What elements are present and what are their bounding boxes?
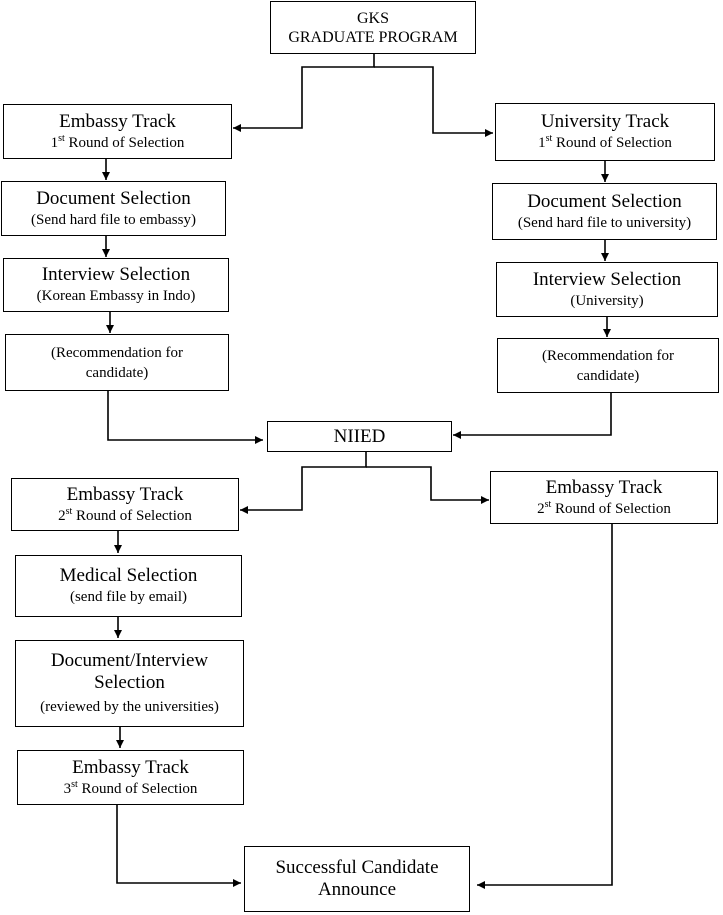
successful-candidate-box: Successful Candidate Announce [244, 846, 470, 912]
arrow-niied-to-embassy2-right [366, 466, 489, 504]
embassy-track-2nd-right-round: 2st Round of Selection [537, 498, 671, 517]
arrow-embassy3-to-success [116, 805, 241, 887]
successful-candidate-line1: Successful Candidate [275, 857, 439, 878]
embassy-track-3rd-title: Embassy Track [72, 756, 189, 778]
interview-selection-university-sub: (University) [570, 292, 644, 309]
arrow-embassy2-right-to-success [477, 524, 613, 889]
recommendation-university-line1: (Recommendation for [541, 347, 675, 364]
recommendation-embassy-line1: (Recommendation for [50, 344, 184, 361]
document-selection-embassy-box: Document Selection (Send hard file to em… [1, 181, 226, 236]
embassy-track-3rd-box: Embassy Track 3st Round of Selection [17, 750, 244, 805]
graduate-program-label: GRADUATE PROGRAM [288, 28, 458, 46]
embassy-track-1st-box: Embassy Track 1st Round of Selection [3, 104, 232, 159]
document-selection-embassy-title: Document Selection [36, 187, 191, 209]
arrow-gks-to-embassy-track [233, 54, 375, 132]
niied-box: NIIED [267, 421, 452, 452]
document-interview-selection-box: Document/Interview Selection (reviewed b… [15, 640, 244, 727]
document-selection-university-sub: (Send hard file to university) [517, 214, 692, 231]
arrow-rec-right-to-niied [453, 393, 612, 439]
embassy-track-3rd-round: 3st Round of Selection [63, 778, 198, 797]
recommendation-university-line2: candidate) [576, 367, 640, 384]
university-track-1st-round: 1st Round of Selection [538, 133, 672, 152]
interview-selection-embassy-title: Interview Selection [41, 264, 191, 285]
interview-selection-embassy-sub: (Korean Embassy in Indo) [36, 288, 196, 304]
recommendation-university-box: (Recommendation for candidate) [497, 338, 719, 393]
gks-graduate-program-box: GKS GRADUATE PROGRAM [270, 1, 476, 54]
arrow-gks-to-university-track [374, 66, 493, 137]
embassy-track-1st-title: Embassy Track [59, 110, 176, 132]
interview-selection-university-box: Interview Selection (University) [496, 262, 718, 317]
medical-selection-sub: (send file by email) [69, 589, 188, 605]
successful-candidate-line2: Announce [317, 879, 397, 900]
document-interview-sub: (reviewed by the universities) [40, 699, 219, 715]
embassy-track-2nd-right-box: Embassy Track 2st Round of Selection [490, 471, 718, 524]
medical-selection-box: Medical Selection (send file by email) [15, 555, 242, 617]
interview-selection-university-title: Interview Selection [532, 268, 682, 290]
arrow-rec-left-to-niied [107, 391, 263, 444]
university-track-1st-title: University Track [540, 111, 670, 132]
embassy-track-1st-round: 1st Round of Selection [50, 132, 185, 151]
embassy-track-2nd-left-box: Embassy Track 2st Round of Selection [11, 478, 239, 531]
gks-label: GKS [356, 9, 389, 27]
embassy-track-2nd-left-round: 2st Round of Selection [58, 505, 192, 524]
embassy-track-2nd-left-title: Embassy Track [66, 483, 184, 505]
university-track-1st-box: University Track 1st Round of Selection [495, 103, 715, 161]
medical-selection-title: Medical Selection [59, 565, 198, 586]
document-interview-line1: Document/Interview [50, 650, 209, 671]
niied-title: NIIED [333, 425, 386, 447]
document-selection-embassy-sub: (Send hard file to embassy) [31, 211, 196, 228]
arrow-niied-to-embassy2-left [240, 452, 367, 514]
recommendation-embassy-line2: candidate) [85, 364, 149, 381]
document-interview-line2: Selection [94, 672, 165, 693]
document-selection-university-box: Document Selection (Send hard file to un… [492, 183, 717, 240]
interview-selection-embassy-box: Interview Selection (Korean Embassy in I… [3, 258, 229, 312]
embassy-track-2nd-right-title: Embassy Track [545, 476, 663, 498]
recommendation-embassy-box: (Recommendation for candidate) [5, 334, 229, 391]
document-selection-university-title: Document Selection [527, 190, 682, 212]
